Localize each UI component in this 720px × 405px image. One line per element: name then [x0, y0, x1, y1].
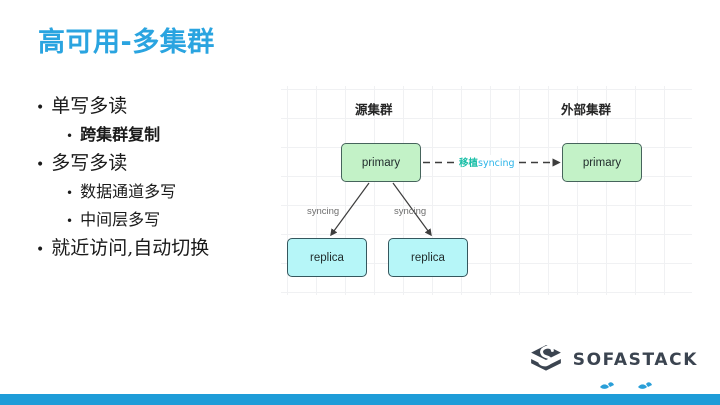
list-item: • 跨集群复制 — [66, 121, 276, 149]
bullet-dot-icon: • — [66, 214, 74, 228]
list-item: • 数据通道多写 — [66, 178, 276, 206]
page-title: 高可用-多集群 — [38, 27, 215, 58]
node-replica-1[interactable]: replica — [287, 238, 367, 277]
sofastack-logo-icon — [530, 345, 561, 371]
edge-label-migrate-zh: 移植 — [459, 158, 479, 169]
list-item-label: 单写多读 — [51, 95, 128, 117]
list-item-label: 跨集群复制 — [80, 125, 161, 144]
list-item-label: 多写多读 — [51, 152, 128, 174]
list-item: • 中间层多写 — [66, 206, 276, 234]
bullet-dot-icon: • — [66, 186, 74, 200]
edge-label-migrate-en: syncing — [478, 158, 515, 169]
edge-label-syncing-left: syncing — [307, 206, 340, 217]
bullet-list: • 单写多读 • 跨集群复制 • 多写多读 • 数据通道多写 • 中间层多写 •… — [36, 92, 276, 263]
diagram-connectors — [330, 158, 561, 237]
node-replica-2[interactable]: replica — [388, 238, 468, 277]
source-cluster-title: 源集群 — [355, 102, 393, 117]
footer-accent-bar — [0, 394, 720, 405]
brand-logo: SOFASTACK — [529, 343, 698, 377]
edge-label-migrate-syncing: 移植syncing — [458, 155, 516, 169]
bullet-dot-icon: • — [36, 242, 45, 258]
edge-label-syncing-right: syncing — [394, 206, 427, 217]
list-item-label: 就近访问,自动切换 — [51, 237, 210, 259]
bullet-dot-icon: • — [66, 129, 74, 143]
brand-name-label: SOFASTACK — [572, 350, 698, 370]
node-external-primary[interactable]: primary — [562, 143, 642, 182]
architecture-diagram: 源集群 外部集群 primary primary replica replica… — [281, 86, 692, 295]
external-cluster-title: 外部集群 — [561, 102, 612, 117]
bird-decoration-icon — [600, 382, 652, 389]
bullet-dot-icon: • — [36, 157, 45, 173]
list-item-label: 中间层多写 — [80, 210, 161, 229]
node-source-primary[interactable]: primary — [341, 143, 421, 182]
list-item: • 多写多读 — [36, 149, 276, 178]
list-item: • 单写多读 — [36, 92, 276, 121]
list-item: • 就近访问,自动切换 — [36, 234, 276, 263]
bullet-dot-icon: • — [36, 100, 45, 116]
list-item-label: 数据通道多写 — [80, 182, 177, 201]
